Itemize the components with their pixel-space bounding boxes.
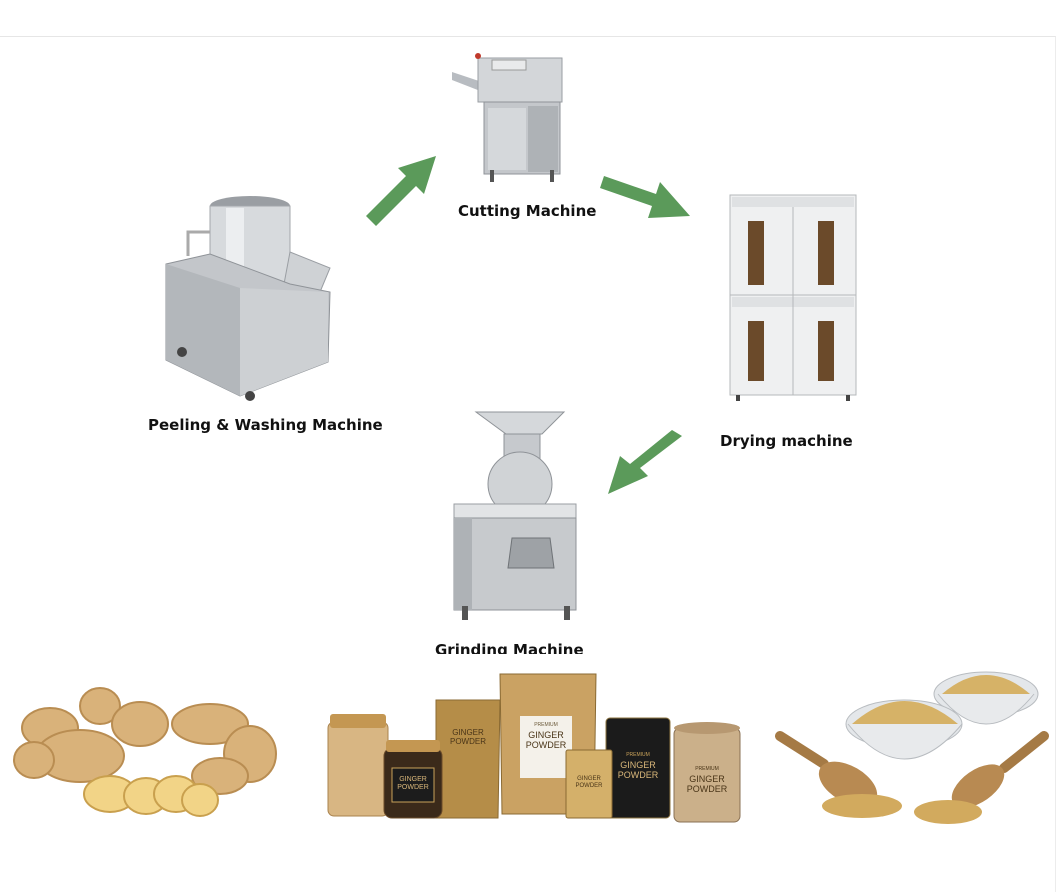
tin-round-label: GINGER POWDER [686, 774, 728, 794]
jar-front-label: GINGER POWDER [397, 776, 429, 791]
diagram-frame [0, 36, 1056, 892]
peeling-washing-machine-image [165, 196, 331, 401]
packaging-group: GINGER POWDER GINGER POWDER PREMIUM GING… [322, 670, 748, 824]
packaging-art [327, 673, 741, 823]
tin-round-premium: PREMIUM [695, 766, 719, 772]
peeling-washing-machine-label: Peeling & Washing Machine [148, 416, 383, 434]
arrow-to-grinding [608, 430, 682, 494]
tin-small-label: GINGER POWDER [575, 776, 603, 789]
drying-machine-label: Drying machine [720, 432, 853, 450]
drying-machine-image [729, 194, 857, 401]
tin-black-premium: PREMIUM [626, 752, 650, 758]
ginger-powder-bowls-image [775, 671, 1049, 824]
cutting-machine-label: Cutting Machine [458, 202, 597, 220]
arrow-to-drying [600, 176, 690, 218]
cutting-machine-image [452, 53, 563, 182]
pouch-center-label: GINGER POWDER [525, 730, 567, 750]
pouch-left-label: GINGER POWDER [450, 728, 486, 746]
grinding-machine-label: Grinding Machine [435, 641, 584, 654]
pouch-center-premium: PREMIUM [534, 722, 558, 728]
fresh-ginger-image [13, 687, 277, 817]
tin-black-label: GINGER POWDER [617, 760, 659, 780]
grinding-machine-image [453, 411, 577, 620]
arrow-to-cutting [366, 156, 436, 226]
